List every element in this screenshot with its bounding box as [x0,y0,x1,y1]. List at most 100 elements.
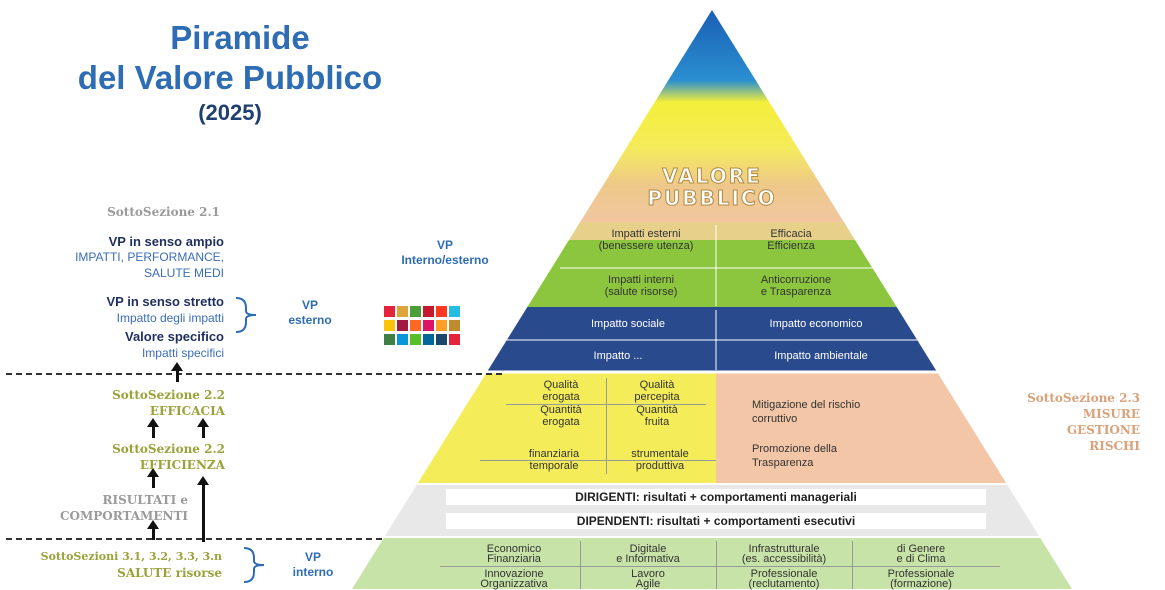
bracket-vp-esterno [235,297,257,333]
sdg-icon-14 [397,334,408,345]
salute-risorse-label: SALUTE risorse [117,566,222,580]
cell-anticorruzione: Anticorruzione e Trasparenza [716,274,876,298]
cell-impatti-interni: Impatti interni (salute risorse) [566,274,716,298]
vp-interno-line2: interno [292,565,334,579]
sdg-icon-7 [384,320,395,331]
sdg-icon-17 [436,334,447,345]
cell-qualita-erogata: Qualità erogata [520,379,602,403]
dashed-separator-upper [6,373,502,375]
impatti-esterni-line2: (benessere utenza) [598,240,694,252]
sdg-icon-4 [423,306,434,317]
anticorruzione-line2: e Trasparenza [760,286,832,298]
divider [480,460,716,461]
efficacia-line: Efficacia [770,228,812,240]
sdg-icon-16 [423,334,434,345]
sdg-icons-grid [384,306,504,358]
cell-impatto-sociale: Impatto sociale [591,318,665,330]
valore-line2: PUBBLICO [647,186,777,210]
title-line1: Piramide [170,19,310,56]
vp-esterno-line1: VP [301,298,318,312]
divider [716,541,717,589]
dirigenti-row: DIRIGENTI: risultati + comportamenti man… [446,489,986,505]
valore-specifico-desc: Impatti specifici [141,346,224,360]
efficienza-line: Efficienza [767,240,815,252]
economico-line2: Finanziaria [487,553,541,565]
pyramid-band-salute [352,537,1072,589]
cell-impatto-dots: Impatto ... [593,350,643,362]
cell-genere: di Genere e di Clima [856,543,986,565]
genere-line2: e di Clima [896,553,946,565]
sdg-icon-5 [436,306,447,317]
digitale-line1: Digitale [629,543,667,555]
cell-impatto-economico: Impatto economico [769,318,863,330]
vp-ampio-desc2: SALUTE MEDI [143,266,224,280]
sdg-icon-11 [436,320,447,331]
infrastrutturale-line1: Infrastrutturale [748,543,820,555]
promozione-line1: Promozione della [752,443,837,455]
cell-quantita-erogata: Quantità erogata [520,404,602,428]
divider [506,404,706,405]
arrow-up-icon [147,468,159,488]
cell-strumentale: strumentale produttiva [612,448,708,472]
sdg-icon-2 [397,306,408,317]
valore-line1: VALORE [662,164,762,188]
quantita-fruita-line2: fruita [644,416,670,428]
quantita-erogata-line1: Quantità [540,404,582,416]
infrastrutturale-line2: (es. accessibilità) [741,553,827,565]
risultati-label-line2: COMPORTAMENTI [59,509,188,523]
vp-esterno-label: VP esterno [270,298,350,328]
risultati-label-line1: RISULTATI e [102,493,188,507]
sdg-icon-1 [384,306,395,317]
divider [440,566,1000,567]
finanziaria-line2: temporale [529,460,579,472]
dipendenti-row: DIPENDENTI: risultati + comportamenti es… [446,513,986,529]
promozione-line2: Trasparenza [752,457,814,469]
bracket-vp-interno [243,547,265,583]
valore-pubblico-label: VALORE PUBBLICO [612,164,812,210]
innovazione-line2: Organizzativa [480,578,548,590]
genere-line1: di Genere [896,543,946,555]
misure-label: MISURE [1082,407,1140,421]
qualita-percepita-line2: percepita [634,391,680,403]
qualita-erogata-line2: erogata [542,391,580,403]
arrow-up-long-icon [197,476,209,542]
cell-innovazione: Innovazione Organizzativa [452,568,576,590]
vp-ampio-desc1: IMPATTI, PERFORMANCE, [75,250,224,264]
impatti-interni-line2: (salute risorse) [604,286,678,298]
arrow-up-icon [147,418,159,438]
cell-professionale-formazione: Professionale (formazione) [856,569,986,590]
divider [852,541,853,589]
sdg-icon-6 [449,306,460,317]
efficacia-label: EFFICACIA [149,404,225,418]
cell-impatti-esterni: Impatti esterni (benessere utenza) [576,228,716,252]
digitale-line2: e Informativa [616,553,680,565]
anticorruzione-line1: Anticorruzione [760,274,832,286]
professionale-a-line1: Professionale [750,568,818,580]
cell-professionale-reclutamento: Professionale (reclutamento) [720,568,848,590]
sottosezione-2-3-label: SottoSezione 2.3 [1027,391,1140,405]
arrow-up-icon [147,520,159,540]
divider [606,378,607,474]
sottosezione-2-2-efficienza-label: SottoSezione 2.2 [112,442,225,456]
rischi-label: RISCHI [1089,439,1140,453]
vp-interno-esterno-line1: VP [436,238,453,252]
mitigazione-line1: Mitigazione del rischio [752,399,861,411]
sottosezione-2-2-efficacia-label: SottoSezione 2.2 [112,388,225,402]
vp-interno-line1: VP [304,550,321,564]
cell-mitigazione: Mitigazione del rischio corruttivo [752,398,922,426]
finanziaria-line1: finanziaria [528,448,580,460]
sottosezione-2-1-label: SottoSezione 2.1 [107,205,220,219]
cell-qualita-percepita: Qualità percepita [612,379,702,403]
quantita-erogata-line2: erogata [542,416,580,428]
innovazione-line1: Innovazione [484,568,544,580]
sdg-icon-8 [397,320,408,331]
impatti-interni-line1: Impatti interni [607,274,675,286]
arrow-up-icon [171,362,183,382]
mitigazione-line2: corruttivo [752,413,798,425]
sottosezione-2-3-block: SottoSezione 2.3 MISURE GESTIONE RISCHI [980,390,1140,454]
vp-stretto-title: VP in senso stretto [106,294,224,309]
dashed-separator-lower [6,538,382,540]
efficienza-label: EFFICIENZA [139,458,225,472]
valore-specifico-title: Valore specifico [125,329,224,344]
arrow-up-icon [197,418,209,438]
